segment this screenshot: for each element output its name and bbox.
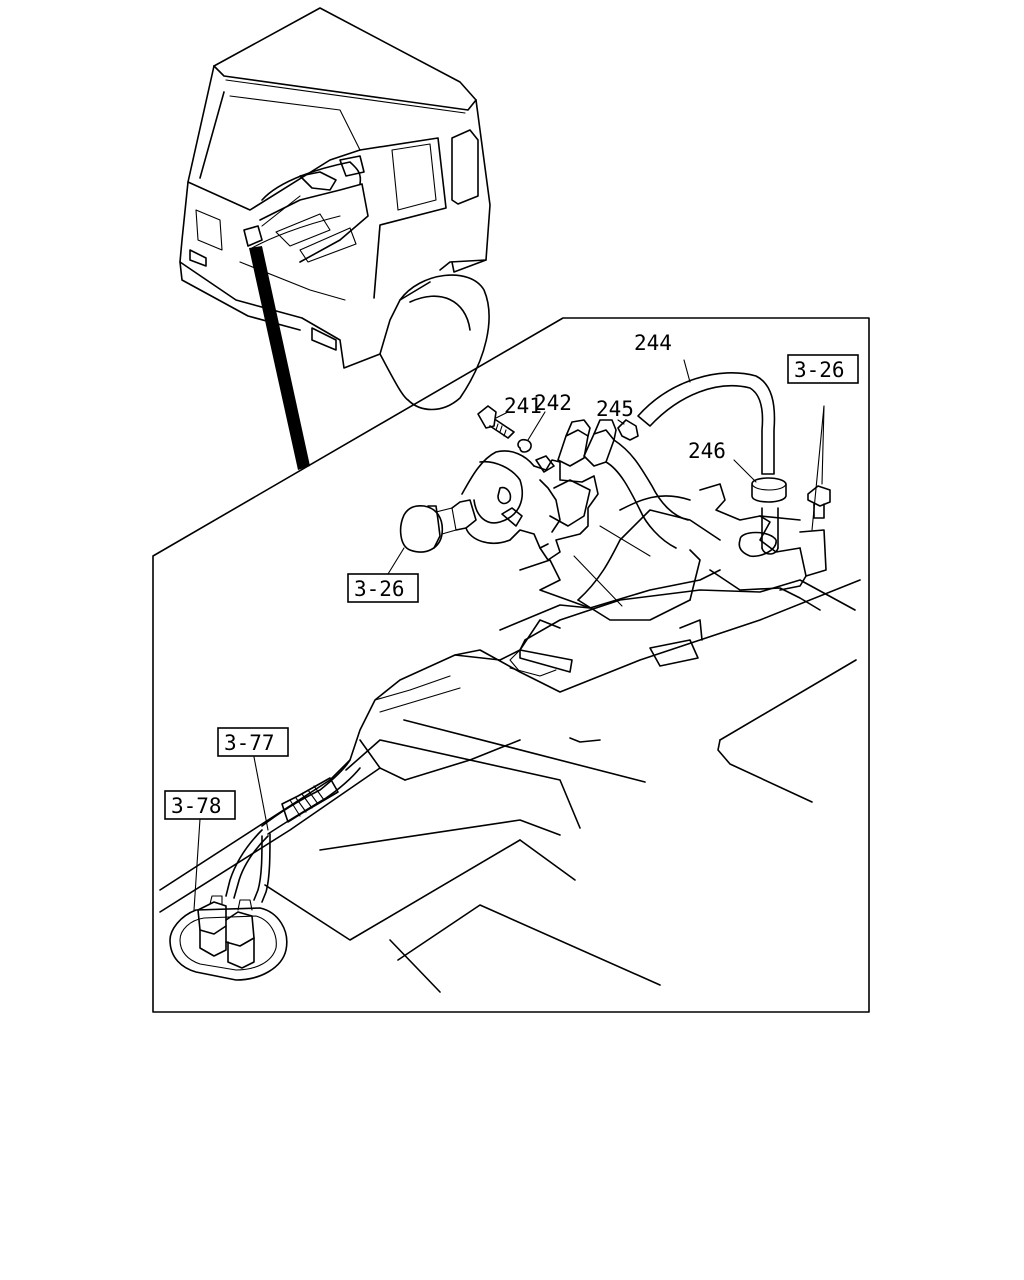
ref-left-leader [387, 547, 405, 575]
ref-text-3-77: 3-77 [224, 731, 275, 755]
ref-box-top-right [787, 354, 859, 384]
part-246-grommet [751, 477, 787, 555]
ref-text-3-78: 3-78 [171, 794, 222, 818]
part-245-fitting [617, 419, 639, 441]
ref-box-left [347, 573, 419, 603]
brake-hoses [169, 759, 361, 981]
part-244-hose [637, 372, 776, 475]
ref-box-3-77 [217, 727, 289, 757]
mounting-bracket [509, 483, 827, 677]
callout-241: 241 [504, 394, 542, 418]
truck-cab-illustration [179, 7, 491, 470]
callout-244: 244 [634, 331, 672, 355]
hand-valve-assembly [399, 419, 689, 607]
leader-lines [193, 359, 825, 911]
callout-246: 246 [688, 439, 726, 463]
inset-frame [152, 317, 870, 1013]
part-241-bolt [477, 405, 515, 439]
callout-245: 245 [596, 397, 634, 421]
ref-box-3-78 [164, 790, 236, 820]
ref-text-left: 3-26 [354, 577, 405, 601]
bolt-top-right [807, 485, 831, 519]
ref-text-top-right: 3-26 [794, 358, 845, 382]
part-242-washer [517, 438, 532, 453]
chassis-frame [159, 579, 861, 993]
callout-242: 242 [534, 391, 572, 415]
